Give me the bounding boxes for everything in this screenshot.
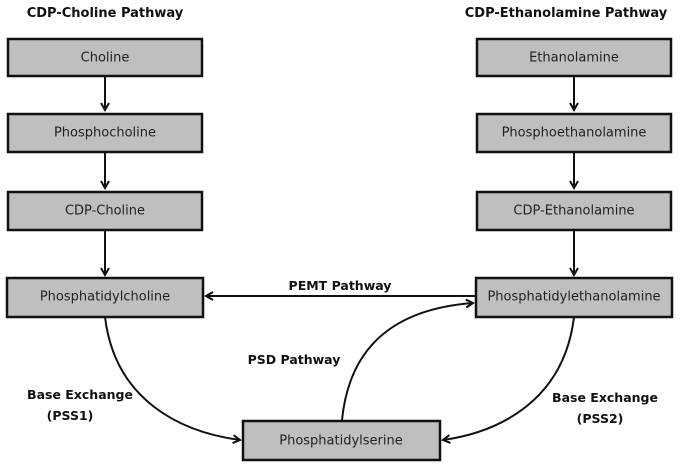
node-phosphatidylethanolamine-label: Phosphatidylethanolamine [487, 290, 660, 305]
node-phosphatidylcholine-label: Phosphatidylcholine [40, 290, 170, 305]
node-ethanolamine: Ethanolamine [475, 37, 673, 78]
label-base-exchange-pss2: Base Exchange [552, 390, 658, 405]
edge-pss1-pc-to-ps [104, 316, 240, 440]
node-phosphatidylethanolamine: Phosphatidylethanolamine [474, 276, 674, 319]
title-cdp-ethanolamine-pathway: CDP-Ethanolamine Pathway [465, 6, 668, 21]
node-phosphatidylserine-label: Phosphatidylserine [279, 434, 403, 449]
node-phosphoethanolamine: Phosphoethanolamine [475, 112, 673, 154]
edge-pss2-pe-to-ps [443, 316, 575, 440]
node-cdp-ethanolamine-label: CDP-Ethanolamine [513, 204, 634, 219]
node-ethanolamine-label: Ethanolamine [529, 51, 619, 66]
label-psd-pathway: PSD Pathway [248, 352, 341, 367]
title-cdp-choline-pathway: CDP-Choline Pathway [27, 6, 184, 21]
node-phosphocholine: Phosphocholine [6, 112, 204, 154]
node-phosphatidylcholine: Phosphatidylcholine [5, 276, 205, 319]
node-choline-label: Choline [81, 51, 130, 66]
label-pemt-pathway: PEMT Pathway [289, 278, 392, 293]
node-cdp-ethanolamine: CDP-Ethanolamine [475, 190, 673, 232]
node-cdp-choline: CDP-Choline [6, 190, 204, 232]
node-choline: Choline [6, 37, 204, 78]
label-pss2: (PSS2) [577, 411, 624, 426]
label-pss1: (PSS1) [47, 408, 94, 423]
node-phosphoethanolamine-label: Phosphoethanolamine [502, 126, 647, 141]
node-cdp-choline-label: CDP-Choline [65, 204, 145, 219]
edge-psd-ps-to-pe [341, 303, 473, 421]
node-phosphocholine-label: Phosphocholine [54, 126, 156, 141]
node-phosphatidylserine: Phosphatidylserine [241, 419, 442, 462]
label-base-exchange-pss1: Base Exchange [27, 387, 133, 402]
